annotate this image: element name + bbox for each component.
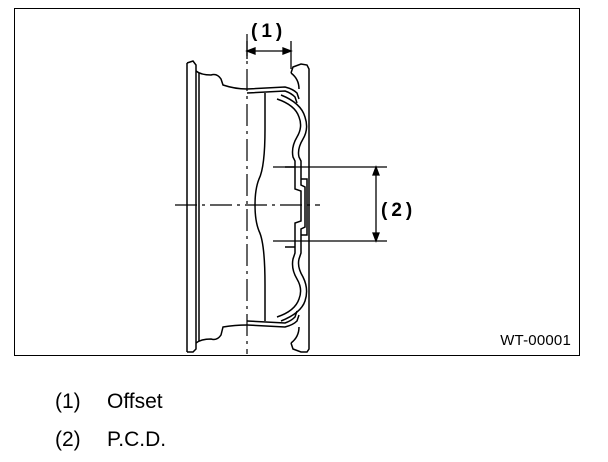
legend-item-text: P.C.D.	[107, 428, 167, 451]
legend-item-number: (1)	[55, 390, 81, 413]
wheel-cross-section-drawing: (1) (2)	[175, 21, 416, 354]
dimension-pcd-label: (2)	[381, 200, 416, 221]
legend-item-number: (2)	[55, 428, 81, 451]
wheel-diagram-frame: (1) (2) WT-00001	[14, 8, 580, 356]
rim-left-flange	[186, 60, 248, 353]
dimension-offset	[245, 41, 293, 69]
figure-code: WT-00001	[500, 332, 571, 349]
dimension-offset-label: (1)	[251, 21, 286, 42]
rim-right-flange	[290, 63, 310, 353]
legend-item-text: Offset	[107, 390, 163, 413]
wheel-disc	[254, 93, 308, 322]
dimension-pcd	[273, 165, 387, 243]
rim-barrel	[246, 86, 300, 328]
